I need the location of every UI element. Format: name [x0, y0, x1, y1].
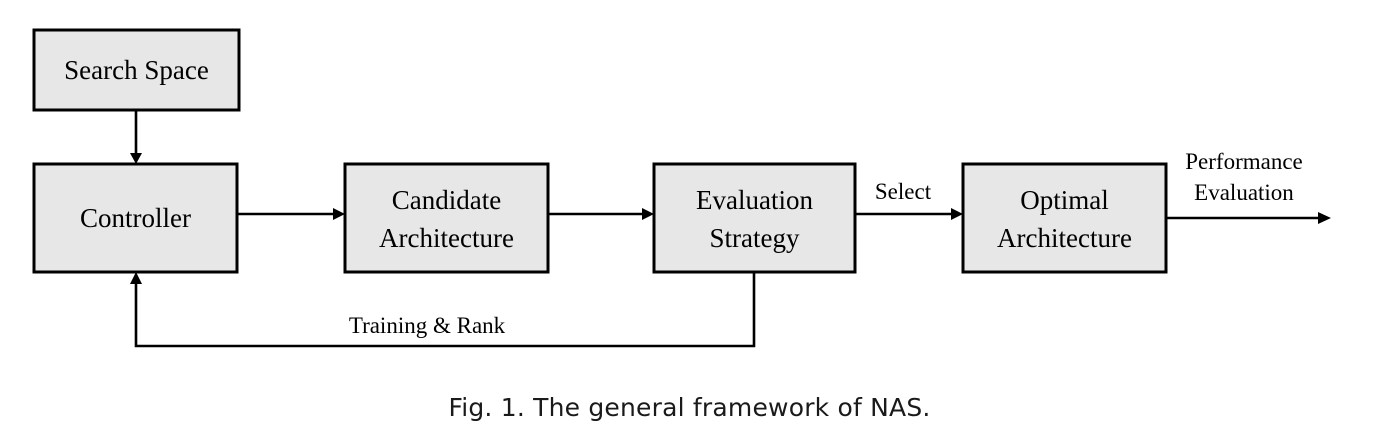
- evaluation-strategy-label-line2: Strategy: [710, 223, 800, 253]
- performance-evaluation-label-line1: Performance: [1185, 149, 1303, 174]
- arrow-controller-to-candidate: [237, 208, 345, 220]
- candidate-architecture-label-line1: Candidate: [392, 185, 501, 215]
- evaluation-strategy-label-line1: Evaluation: [696, 185, 813, 215]
- arrow-candidate-to-evaluation: [548, 208, 654, 220]
- optimal-architecture-label-line1: Optimal: [1020, 185, 1109, 215]
- controller-label: Controller: [80, 203, 191, 233]
- candidate-architecture-label-line2: Architecture: [379, 223, 514, 253]
- figure-caption: Fig. 1. The general framework of NAS.: [448, 393, 931, 422]
- select-label: Select: [875, 179, 932, 204]
- candidate-architecture-box: Candidate Architecture: [343, 162, 550, 274]
- optimal-architecture-box: Optimal Architecture: [961, 162, 1168, 274]
- controller-box: Controller: [32, 162, 239, 274]
- search-space-box: Search Space: [32, 28, 241, 112]
- optimal-architecture-label-line2: Architecture: [997, 223, 1132, 253]
- arrow-search-to-controller: [130, 110, 142, 164]
- arrow-feedback-to-controller: [130, 272, 756, 348]
- training-rank-label: Training & Rank: [349, 313, 506, 338]
- arrow-optimal-to-output: [1166, 212, 1331, 224]
- search-space-label: Search Space: [64, 55, 209, 85]
- performance-evaluation-label-line2: Evaluation: [1194, 180, 1294, 205]
- evaluation-strategy-box: Evaluation Strategy: [652, 162, 857, 274]
- arrow-evaluation-to-optimal: [855, 208, 963, 220]
